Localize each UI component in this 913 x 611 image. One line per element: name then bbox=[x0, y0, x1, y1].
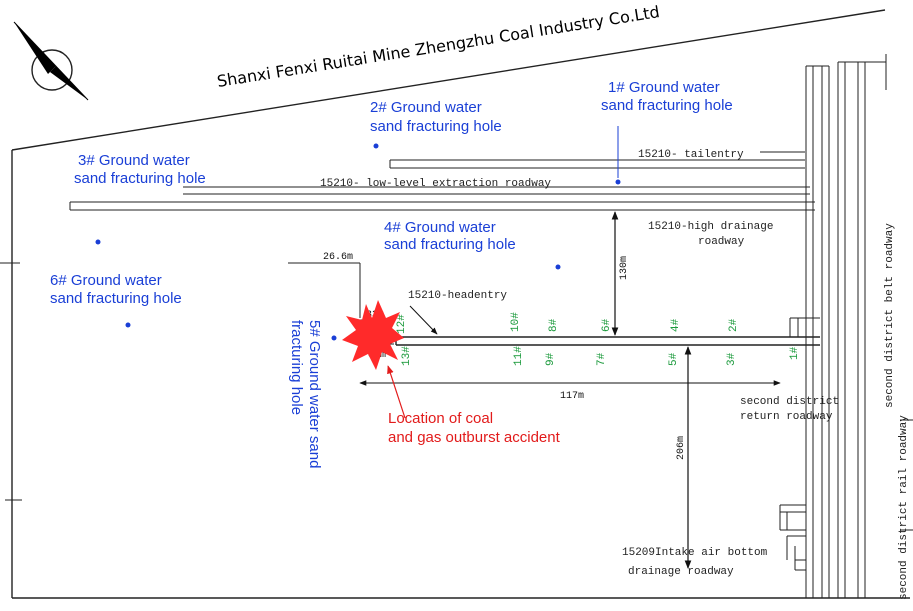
hole-4-label-2: sand fracturing hole bbox=[384, 236, 516, 253]
hole-2-label-2: sand fracturing hole bbox=[370, 118, 502, 135]
main-vertical-roadways bbox=[779, 54, 887, 598]
hole-1-label-1: 1# Ground water bbox=[608, 79, 720, 96]
high-drainage-label-1: 15210-high drainage bbox=[648, 221, 773, 233]
headentry-label: 15210-headentry bbox=[408, 290, 507, 302]
tailentry-roadway bbox=[389, 151, 805, 169]
borehole-label: 11# bbox=[513, 346, 525, 366]
borehole-label: 5# bbox=[668, 352, 680, 366]
hole-5-label-1: 5# Ground water sand bbox=[306, 320, 323, 468]
return-roadway-label-2: return roadway bbox=[740, 411, 833, 423]
borehole-label: 8# bbox=[548, 318, 560, 332]
dim-130m: 130m bbox=[619, 256, 630, 280]
hole-markers bbox=[95, 143, 621, 341]
accident-pointer bbox=[387, 365, 406, 419]
tailentry-label: 15210- tailentry bbox=[638, 149, 744, 161]
hole-2-label-1: 2# Ground water bbox=[370, 99, 482, 116]
outburst-burst-icon bbox=[342, 300, 404, 370]
dim-206m: 206m bbox=[676, 436, 687, 460]
borehole-label: 7# bbox=[596, 352, 608, 366]
boreholes-bottom: 13# 11# 9# 7# 5# 3# 1# bbox=[401, 346, 801, 366]
boreholes-top: 12# 10# 8# 6# 4# 2# bbox=[396, 312, 740, 334]
dimension-lines bbox=[288, 211, 781, 569]
borehole-label: 12# bbox=[396, 314, 408, 334]
borehole-label: 10# bbox=[510, 312, 522, 332]
return-roadway-label-1: second district bbox=[740, 396, 839, 408]
company-boundary-label: Shanxi Fenxi Ruitai Mine Zhengzhu Coal I… bbox=[216, 2, 661, 91]
rail-roadway-label: second district rail roadway bbox=[898, 415, 910, 600]
borehole-label: 4# bbox=[670, 318, 682, 332]
dim-117m: 117m bbox=[560, 391, 584, 402]
hole-3-label-2: sand fracturing hole bbox=[74, 170, 206, 187]
high-drainage-label-2: roadway bbox=[698, 236, 745, 248]
belt-roadway-label: second district belt roadway bbox=[884, 223, 896, 408]
intake-roadway-label-1: 15209Intake air bottom bbox=[622, 547, 768, 559]
borehole-label: 1# bbox=[789, 346, 801, 360]
north-arrow-icon bbox=[13, 21, 89, 101]
intake-roadway-label-2: drainage roadway bbox=[628, 566, 734, 578]
dim-26-6m: 26.6m bbox=[323, 252, 353, 263]
mine-boundary bbox=[0, 9, 913, 599]
hole-6-label-1: 6# Ground water bbox=[50, 272, 162, 289]
borehole-label: 13# bbox=[401, 346, 413, 366]
high-drainage-roadway bbox=[69, 201, 815, 211]
low-level-roadway-label: 15210- low-level extraction roadway bbox=[320, 178, 551, 190]
hole-4-label-1: 4# Ground water bbox=[384, 219, 496, 236]
borehole-label: 2# bbox=[728, 318, 740, 332]
hole-1-label-2: sand fracturing hole bbox=[601, 97, 733, 114]
borehole-label: 3# bbox=[726, 352, 738, 366]
borehole-label: 9# bbox=[545, 352, 557, 366]
hole-6-label-2: sand fracturing hole bbox=[50, 290, 182, 307]
hole-3-label-1: 3# Ground water bbox=[78, 152, 190, 169]
accident-label-1: Location of coal bbox=[388, 410, 493, 427]
hole-5-label-2: fracturing hole bbox=[288, 320, 305, 415]
low-level-extraction-roadway bbox=[183, 186, 810, 195]
accident-label-2: and gas outburst accident bbox=[388, 429, 561, 446]
borehole-label: 6# bbox=[601, 318, 613, 332]
headentry-roadway bbox=[395, 317, 820, 346]
headentry-pointer bbox=[409, 305, 438, 335]
